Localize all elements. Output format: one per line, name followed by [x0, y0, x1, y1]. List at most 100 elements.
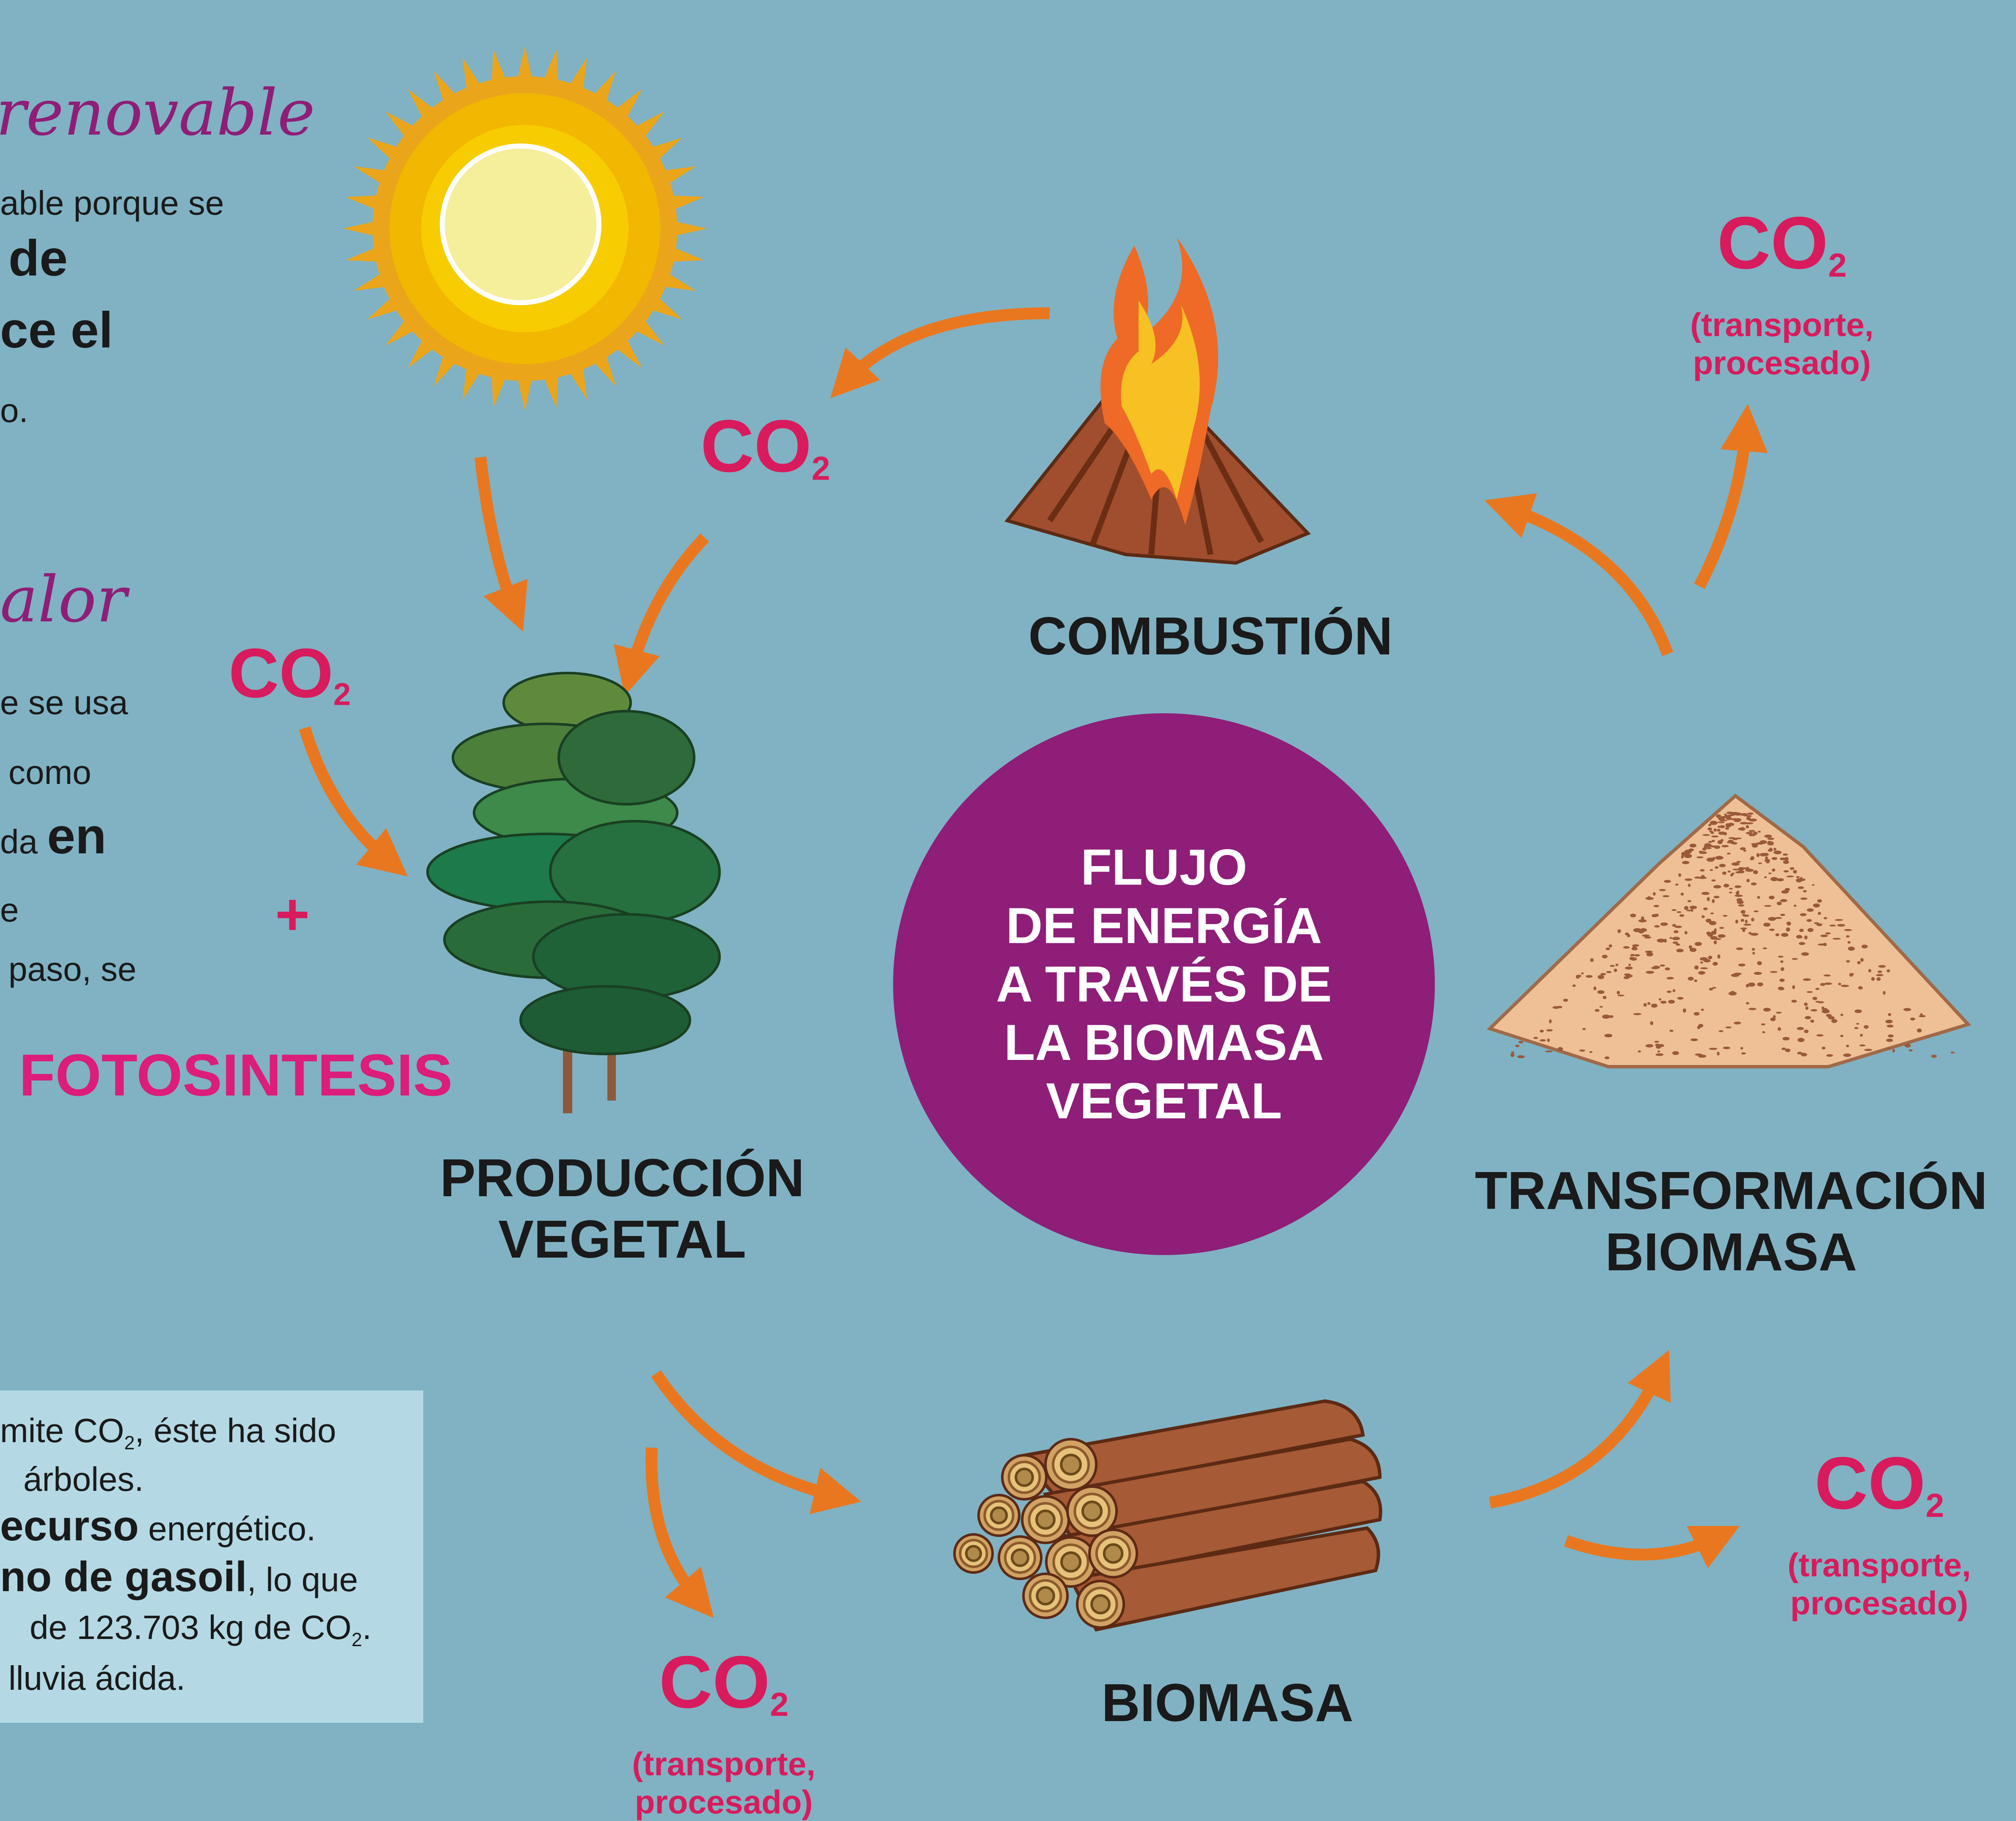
co2-label: CO2 — [1663, 203, 1900, 306]
sawdust-speck — [1593, 986, 1597, 991]
sawdust-speck — [1687, 900, 1691, 902]
info-text: . — [362, 1609, 372, 1646]
sawdust-speck — [1646, 952, 1653, 957]
co2-group-top-right: CO2 (transporte, procesado) — [1663, 203, 1900, 382]
sawdust-speck — [1779, 978, 1785, 982]
sawdust-speck — [1776, 1012, 1782, 1014]
center-title-line: LA BIOMASA — [1004, 1014, 1324, 1071]
sawdust-speck — [1651, 966, 1659, 969]
sawdust-speck — [1792, 958, 1798, 960]
sawdust-speck — [1674, 925, 1682, 928]
sawdust-speck — [1710, 821, 1718, 825]
sawdust-speck — [1654, 1040, 1659, 1043]
sawdust-speck — [1713, 962, 1718, 966]
sawdust-speck — [1589, 1051, 1593, 1053]
co2-group-bottom-center: CO2 (transporte, procesado) — [605, 1642, 842, 1821]
sawdust-speck — [1702, 892, 1710, 895]
sawdust-speck — [1727, 870, 1731, 873]
sawdust-speck — [1685, 878, 1693, 881]
sawdust-speck — [1737, 900, 1744, 904]
sawdust-speck — [1627, 934, 1630, 938]
sawdust-speck — [1719, 927, 1724, 929]
sawdust-speck — [1684, 850, 1692, 854]
log-end — [1081, 1500, 1103, 1522]
sawdust-speck — [1695, 1053, 1702, 1056]
sawdust-speck — [1803, 978, 1811, 981]
sawdust-speck — [1950, 1051, 1955, 1054]
co2-note: procesado) — [634, 1783, 813, 1821]
sawdust-speck — [1696, 856, 1704, 858]
sawdust-speck — [1645, 897, 1654, 900]
sawdust-speck — [1539, 1029, 1544, 1033]
fire-icon — [1004, 237, 1311, 565]
sawdust-speck — [1689, 844, 1696, 848]
sawdust-speck — [1688, 883, 1691, 887]
co2-text: CO — [1814, 1442, 1926, 1525]
sawdust-speck — [1723, 883, 1729, 888]
sawdust-speck — [1741, 1052, 1746, 1055]
info-line: de 123.703 kg de CO2. — [30, 1611, 372, 1657]
co2-note: (transporte, — [1787, 1546, 1971, 1584]
co2-note: (transporte, — [632, 1745, 816, 1782]
co2-text: CO — [659, 1641, 770, 1724]
sawdust-speck — [1798, 942, 1805, 945]
sawdust-speck — [1770, 877, 1778, 881]
sawdust-speck — [1640, 928, 1647, 932]
sawdust-speck — [1746, 867, 1749, 870]
sawdust-speck — [1756, 853, 1760, 857]
sawdust-speck — [1718, 1030, 1724, 1032]
sawdust-speck — [1831, 1019, 1837, 1023]
sawdust-speck — [1782, 853, 1788, 856]
log-end — [1035, 1509, 1056, 1530]
sawdust-speck — [1776, 902, 1782, 905]
sawdust-speck — [1617, 994, 1624, 996]
sawdust-speck — [1803, 890, 1807, 893]
sawdust-speck — [1734, 837, 1742, 839]
sawdust-speck — [1628, 963, 1631, 966]
sawdust-speck — [1727, 816, 1731, 819]
sawdust-speck — [1600, 973, 1606, 975]
sawdust-speck — [1701, 1008, 1704, 1011]
sawdust-speck — [1850, 973, 1854, 975]
sawdust-speck — [1748, 1008, 1757, 1010]
sawdust-speck — [1757, 961, 1762, 966]
sawdust-speck — [1546, 1029, 1553, 1032]
sawdust-speck — [1834, 919, 1843, 921]
sawdust-speck — [1910, 1017, 1915, 1021]
arrow-tree-to-biomass — [651, 1370, 861, 1514]
sun-icon — [343, 47, 707, 411]
co2-text: CO — [700, 405, 812, 488]
sawdust-speck — [1757, 982, 1763, 987]
co2-label-left: CO2 — [229, 635, 351, 733]
sawdust-speck — [1700, 961, 1703, 964]
info-line: no de gasoil, lo que — [0, 1556, 358, 1598]
sawdust-speck — [1700, 869, 1705, 872]
sawdust-speck — [1746, 1002, 1749, 1004]
sawdust-speck — [1820, 934, 1828, 937]
stage-label-line: VEGETAL — [498, 1209, 746, 1269]
sawdust-speck — [1773, 847, 1776, 851]
sawdust-speck — [1748, 830, 1755, 832]
sawdust-speck — [1798, 886, 1804, 889]
sawdust-speck — [1817, 912, 1821, 915]
sawdust-speck — [1680, 892, 1684, 896]
sawdust-speck — [1722, 871, 1726, 875]
sawdust-speck — [1579, 1049, 1586, 1052]
sawdust-speck — [1674, 930, 1679, 933]
sawdust-speck — [1609, 1015, 1613, 1018]
sawdust-speck — [1643, 1003, 1647, 1007]
sawdust-speck — [1811, 1009, 1817, 1012]
sawdust-speck — [1709, 921, 1717, 925]
sawdust-speck — [1762, 947, 1767, 949]
sawdust-speck — [1729, 888, 1733, 890]
sawdust-speck — [1745, 919, 1748, 924]
sawdust-speck — [1797, 1027, 1804, 1030]
sawdust-speck — [1688, 945, 1692, 949]
sawdust-speck — [1634, 954, 1640, 957]
sawdust-speck — [1807, 928, 1814, 932]
sawdust-speck — [1563, 999, 1568, 1002]
sawdust-speck — [1734, 820, 1740, 822]
sawdust-speck — [1822, 1046, 1826, 1050]
info-sub: 2 — [124, 1432, 135, 1454]
co2-label: CO2 — [1761, 1443, 1998, 1546]
